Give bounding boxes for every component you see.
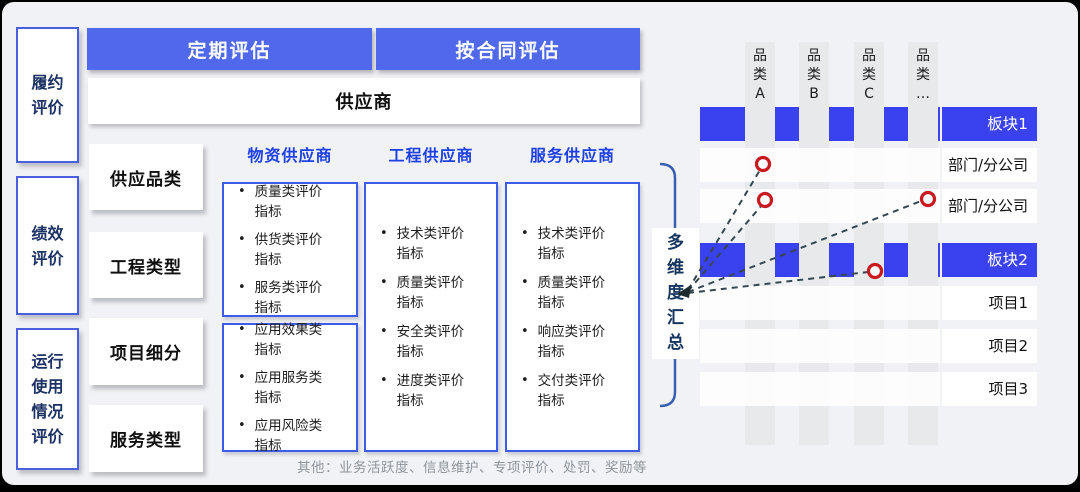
rail-box-performance-kpi: 绩效 评价 xyxy=(16,176,79,315)
matrix-row-label-block1: 板块1 xyxy=(942,107,1037,141)
list-item: 质量类评价 指标 xyxy=(232,182,350,222)
matrix-row-band-dept1 xyxy=(700,148,940,182)
matrix-row-label-dept1: 部门/分公司 xyxy=(942,148,1037,182)
material-indicator-box-lower: 应用效果类 指标 应用服务类 指标 应用风险类 指标 xyxy=(222,320,358,454)
category-box-project-detail: 项目细分 xyxy=(89,318,203,385)
column-header-engineering-supplier: 工程供应商 xyxy=(388,146,474,165)
category-box-supply-category: 供应品类 xyxy=(89,144,203,210)
list-item: 应用效果类 指标 xyxy=(232,320,350,360)
matrix-row-band-project2 xyxy=(700,329,940,363)
list-item: 安全类评价 指标 xyxy=(374,322,490,362)
per-contract-evaluation-button: 按合同评估 xyxy=(376,28,640,70)
matrix-row-label-block2: 板块2 xyxy=(942,243,1037,277)
other-indicators-note: 其他：业务活跃度、信息维护、专项评价、处罚、奖励等 xyxy=(297,460,647,476)
rail-box-performance-contract: 履约 评价 xyxy=(16,27,79,163)
list-item: 质量类评价 指标 xyxy=(374,273,490,313)
matrix-row-label-project3: 项目3 xyxy=(942,372,1037,406)
list-item: 供货类评价 指标 xyxy=(232,230,350,270)
multi-dimension-aggregation-label: 多 维 度 汇 总 xyxy=(652,228,699,359)
matrix-column-header-a: 品 类 A xyxy=(753,48,767,102)
matrix-row-band-project3 xyxy=(700,372,940,406)
list-item: 交付类评价 指标 xyxy=(515,371,632,411)
diagram-canvas: 履约 评价 绩效 评价 运行 使用 情况 评价 定期评估 按合同评估 供应商 供… xyxy=(2,2,1078,485)
matrix-row-label-project1: 项目1 xyxy=(942,286,1037,320)
rail-box-operation-usage: 运行 使用 情况 评价 xyxy=(16,328,79,470)
list-item: 应用风险类 指标 xyxy=(232,416,350,456)
list-item: 质量类评价 指标 xyxy=(515,273,632,313)
list-item: 技术类评价 指标 xyxy=(515,224,632,264)
engineering-indicator-box: 技术类评价 指标 质量类评价 指标 安全类评价 指标 进度类评价 指标 xyxy=(364,182,498,452)
column-header-service-supplier: 服务供应商 xyxy=(529,146,615,165)
matrix-row-band-project1 xyxy=(700,286,940,320)
list-item: 进度类评价 指标 xyxy=(374,371,490,411)
category-box-service-type: 服务类型 xyxy=(89,405,203,472)
list-item: 服务类评价 指标 xyxy=(232,278,350,318)
service-indicator-box: 技术类评价 指标 质量类评价 指标 响应类评价 指标 交付类评价 指标 xyxy=(505,182,640,452)
matrix-column-header-b: 品 类 B xyxy=(807,48,821,102)
matrix-row-band-dept2 xyxy=(700,189,940,223)
category-box-project-type: 工程类型 xyxy=(89,232,203,298)
matrix-column-header-c: 品 类 C xyxy=(862,48,876,102)
matrix-row-label-project2: 项目2 xyxy=(942,329,1037,363)
periodic-evaluation-button: 定期评估 xyxy=(87,28,372,70)
material-indicator-box-upper: 质量类评价 指标 供货类评价 指标 服务类评价 指标 xyxy=(222,182,358,317)
matrix-column-header-etc: 品 类 … xyxy=(916,48,930,102)
list-item: 技术类评价 指标 xyxy=(374,224,490,264)
supplier-bar: 供应商 xyxy=(88,78,640,124)
list-item: 响应类评价 指标 xyxy=(515,322,632,362)
list-item: 应用服务类 指标 xyxy=(232,368,350,408)
column-header-material-supplier: 物资供应商 xyxy=(247,146,333,165)
matrix-row-label-dept2: 部门/分公司 xyxy=(942,189,1037,223)
